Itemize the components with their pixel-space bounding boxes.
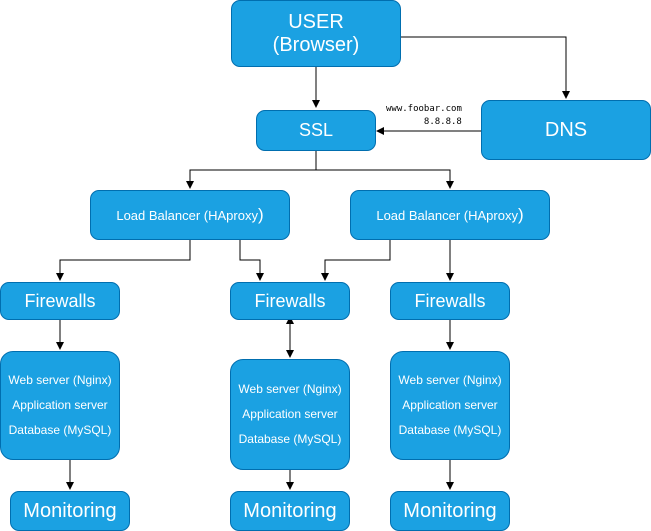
load-balancer-2-label: Load Balancer (HAproxy	[376, 208, 518, 223]
application-server-label-3: Application server	[402, 398, 498, 412]
edge-lb1-to-fw2	[239, 240, 264, 281]
load-balancer-2-paren: )	[517, 205, 524, 224]
edge-ssl-to-lb2	[316, 169, 454, 189]
server-stack-node-3: Web server (Nginx) Application server Da…	[390, 351, 510, 460]
ssl-node-label: SSL	[298, 120, 334, 140]
load-balancer-node-1: Load Balancer (HAproxy)	[90, 190, 290, 240]
monitoring-3-label: Monitoring	[403, 499, 497, 522]
monitoring-node-1: Monitoring	[10, 491, 130, 531]
application-server-label-1: Application server	[12, 398, 108, 412]
database-label-3: Database (MySQL)	[398, 423, 502, 437]
dns-node-label: DNS	[544, 118, 588, 141]
ssl-node: SSL	[256, 110, 376, 151]
monitoring-1-label: Monitoring	[23, 499, 117, 522]
server-stack-node-2: Web server (Nginx) Application server Da…	[230, 359, 350, 470]
edge-user-to-dns	[401, 36, 570, 99]
edge-lb1-to-fw1	[56, 240, 191, 281]
load-balancer-1-paren: )	[257, 205, 264, 224]
database-label-2: Database (MySQL)	[238, 432, 342, 446]
firewalls-node-3: Firewalls	[390, 282, 510, 320]
firewalls-node-2: Firewalls	[230, 282, 350, 320]
monitoring-node-3: Monitoring	[390, 491, 510, 531]
monitoring-node-2: Monitoring	[230, 491, 350, 531]
web-server-label-2: Web server (Nginx)	[238, 382, 342, 396]
firewalls-2-label: Firewalls	[254, 290, 326, 311]
firewalls-node-1: Firewalls	[0, 282, 120, 320]
server-stack-node-1: Web server (Nginx) Application server Da…	[0, 351, 120, 460]
dns-edge-label: www.foobar.com 8.8.8.8	[386, 103, 462, 129]
web-server-label-3: Web server (Nginx)	[398, 373, 502, 387]
monitoring-2-label: Monitoring	[243, 499, 337, 522]
edge-ssl-to-lb1	[186, 151, 317, 189]
web-server-label-1: Web server (Nginx)	[8, 373, 112, 387]
user-node-subtitle: (Browser)	[272, 33, 360, 56]
edge-lb2-to-fw2	[321, 240, 391, 281]
firewalls-1-label: Firewalls	[24, 290, 96, 311]
application-server-label-2: Application server	[242, 407, 338, 421]
user-browser-node: USER (Browser)	[231, 0, 401, 67]
database-label-1: Database (MySQL)	[8, 423, 112, 437]
load-balancer-1-label: Load Balancer (HAproxy	[116, 208, 258, 223]
dns-edge-label-domain: www.foobar.com	[386, 104, 462, 114]
dns-edge-label-ip: 8.8.8.8	[423, 117, 462, 127]
firewalls-3-label: Firewalls	[414, 290, 486, 311]
user-node-title: USER	[288, 10, 344, 33]
load-balancer-node-2: Load Balancer (HAproxy)	[350, 190, 550, 240]
dns-node: DNS	[481, 100, 651, 160]
